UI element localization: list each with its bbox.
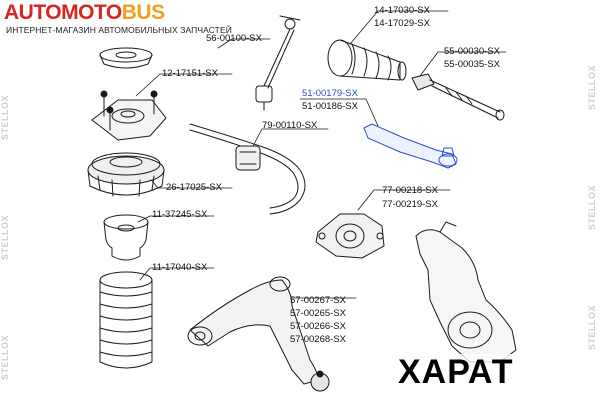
part-label-56-00100[interactable]: 56-00100-SX (206, 33, 262, 44)
lower-control-arm-part (187, 276, 330, 392)
logo-part-2: BUS (121, 1, 165, 24)
stabilizer-bar-part (189, 123, 306, 215)
part-label-12-17151[interactable]: 12-17151-SX (162, 68, 218, 79)
part-label-11-17040[interactable]: 11-17040-SX (152, 262, 208, 273)
top-cap-part (99, 47, 153, 69)
part-label-51-00186[interactable]: 51-00186-SX (302, 101, 358, 112)
part-label-77-00218[interactable]: 77-00218-SX (382, 185, 438, 196)
part-label-57-00267[interactable]: 57-00267-SX (290, 295, 346, 306)
part-label-14-17030[interactable]: 14-17030-SX (374, 5, 430, 16)
rack-boot-part (327, 39, 407, 81)
part-label-79-00110[interactable]: 79-00110-SX (262, 120, 318, 131)
part-label-57-00266[interactable]: 57-00266-SX (290, 321, 346, 332)
logo-part-1: AUTOMOTO (4, 1, 122, 24)
part-label-11-37245[interactable]: 11-37245-SX (152, 209, 208, 220)
tagline: ИНТЕРНЕТ-МАГАЗИН АВТОМОБИЛЬНЫХ ЗАПЧАСТЕЙ (6, 25, 232, 35)
leader-lines (135, 10, 507, 299)
part-label-55-00035[interactable]: 55-00035-SX (444, 59, 500, 70)
part-label-57-00268[interactable]: 57-00268-SX (290, 334, 346, 345)
part-label-14-17029[interactable]: 14-17029-SX (374, 18, 430, 29)
brand-badge: ХАРАТ (398, 353, 514, 391)
steering-knuckle-part (415, 221, 517, 363)
strut-mount-part (91, 90, 167, 141)
dust-boot-part (99, 271, 153, 369)
brand-logo[interactable]: AUTOMOTOBUS (4, 2, 165, 24)
stabilizer-link-part (255, 15, 301, 111)
badge-background (392, 354, 526, 392)
part-label-57-00265[interactable]: 57-00265-SX (290, 308, 346, 319)
tie-rod-part (411, 73, 505, 121)
part-label-77-00219[interactable]: 77-00219-SX (382, 199, 438, 210)
spring-seat-part (87, 152, 165, 197)
part-label-55-00030[interactable]: 55-00030-SX (444, 46, 500, 57)
bump-stop-part (103, 214, 149, 261)
part-label-51-00179[interactable]: 51-00179-SX (302, 88, 358, 99)
part-label-26-17025[interactable]: 26-17025-SX (166, 182, 222, 193)
arm-bushing-part (315, 213, 385, 259)
tie-rod-end-part (363, 123, 458, 169)
